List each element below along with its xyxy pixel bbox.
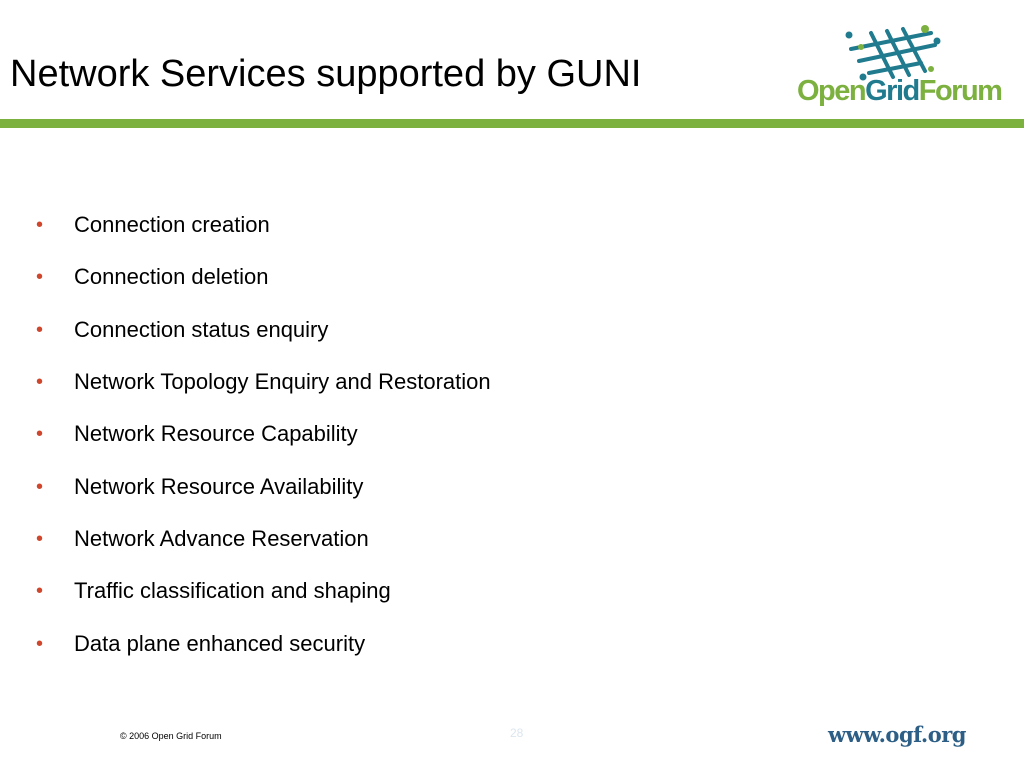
logo: OpenGridForum <box>795 25 1003 115</box>
footer-url: www.ogf.org <box>828 722 966 747</box>
bullet-text: Network Resource Availability <box>74 473 364 499</box>
bullet-item: • Data plane enhanced security <box>36 617 491 669</box>
bullet-icon: • <box>36 580 44 603</box>
bullet-text: Network Advance Reservation <box>74 525 369 551</box>
bullet-text: Connection creation <box>74 212 270 238</box>
bullet-text: Connection status enquiry <box>74 316 329 342</box>
copyright: © 2006 Open Grid Forum <box>120 731 222 741</box>
bullet-text: Network Resource Capability <box>74 421 358 447</box>
bullet-item: • Traffic classification and shaping <box>36 565 491 617</box>
bullet-text: Connection deletion <box>74 264 269 290</box>
bullet-icon: • <box>36 475 44 498</box>
page-number: 28 <box>510 726 524 740</box>
bullet-icon: • <box>36 423 44 446</box>
bullet-icon: • <box>36 266 44 289</box>
bullet-item: • Network Resource Capability <box>36 408 491 460</box>
bullet-icon: • <box>36 371 44 394</box>
bullet-item: • Connection deletion <box>36 251 491 303</box>
slide-title: Network Services supported by GUNI <box>10 53 642 95</box>
bullet-icon: • <box>36 214 44 237</box>
logo-word-forum: Forum <box>918 75 1003 107</box>
bullet-icon: • <box>36 527 44 550</box>
bullet-item: • Network Resource Availability <box>36 460 491 512</box>
bullet-text: Network Topology Enquiry and Restoration <box>74 369 491 395</box>
grid-network-icon <box>845 25 941 81</box>
bullet-item: • Connection creation <box>36 199 491 251</box>
bullet-item: • Connection status enquiry <box>36 304 491 356</box>
bullet-icon: • <box>36 318 44 341</box>
logo-word-grid: Grid <box>865 75 920 107</box>
logo-wordmark: OpenGridForum <box>797 75 1003 107</box>
logo-word-open: Open <box>797 75 867 107</box>
bullet-list: • Connection creation • Connection deletion… <box>36 199 491 670</box>
bullet-text: Data plane enhanced security <box>74 630 366 656</box>
bullet-icon: • <box>36 632 44 655</box>
bullet-item: • Network Advance Reservation <box>36 513 491 565</box>
bullet-text: Traffic classification and shaping <box>74 578 391 604</box>
bullet-item: • Network Topology Enquiry and Restoratio… <box>36 356 491 408</box>
title-divider <box>0 119 1024 128</box>
